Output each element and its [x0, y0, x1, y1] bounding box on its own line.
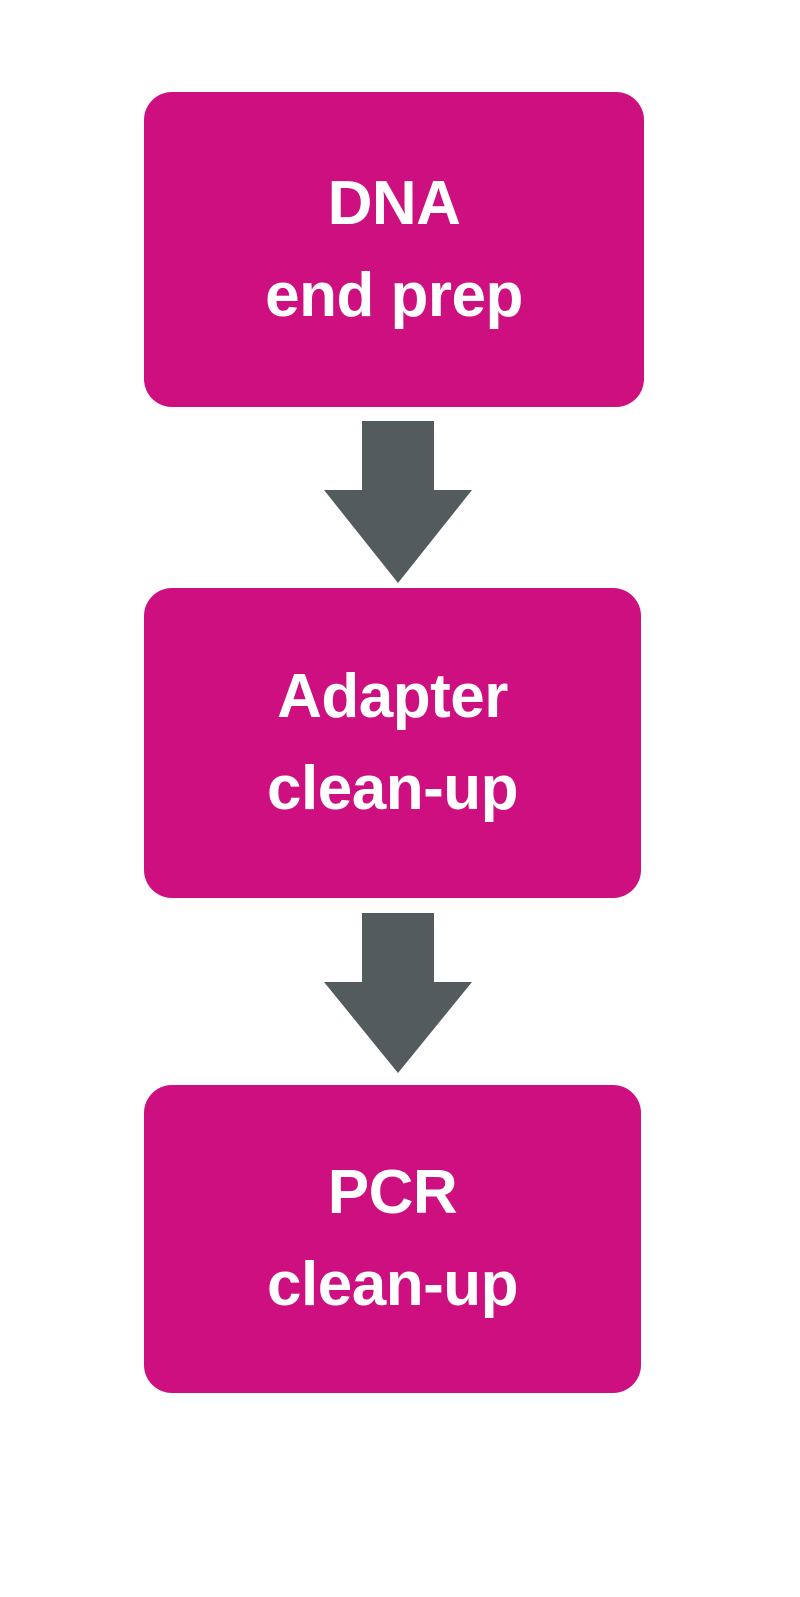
step-box-adapter-clean-up[interactable]: Adapter clean-up	[144, 588, 641, 898]
step-label-stack: Adapter clean-up	[267, 651, 518, 835]
step-label-line-1: Adapter	[277, 662, 508, 731]
step-box-dna-end-prep[interactable]: DNA end prep	[144, 92, 644, 407]
arrow-down-icon-connector-2	[324, 913, 472, 1073]
arrow-down-icon-connector-1	[324, 421, 472, 583]
step-label-stack: PCR clean-up	[267, 1147, 518, 1331]
step-label-line-1: DNA	[327, 168, 461, 238]
step-label-line-2: clean-up	[267, 754, 518, 823]
arrow-down-shape	[324, 913, 472, 1073]
step-label-stack: DNA end prep	[265, 158, 523, 342]
step-box-pcr-clean-up[interactable]: PCR clean-up	[144, 1085, 641, 1393]
step-label-line-2: end prep	[265, 260, 523, 330]
step-label-line-1: PCR	[327, 1158, 458, 1227]
step-label-line-2: clean-up	[267, 1250, 518, 1319]
arrow-down-shape	[324, 421, 472, 583]
